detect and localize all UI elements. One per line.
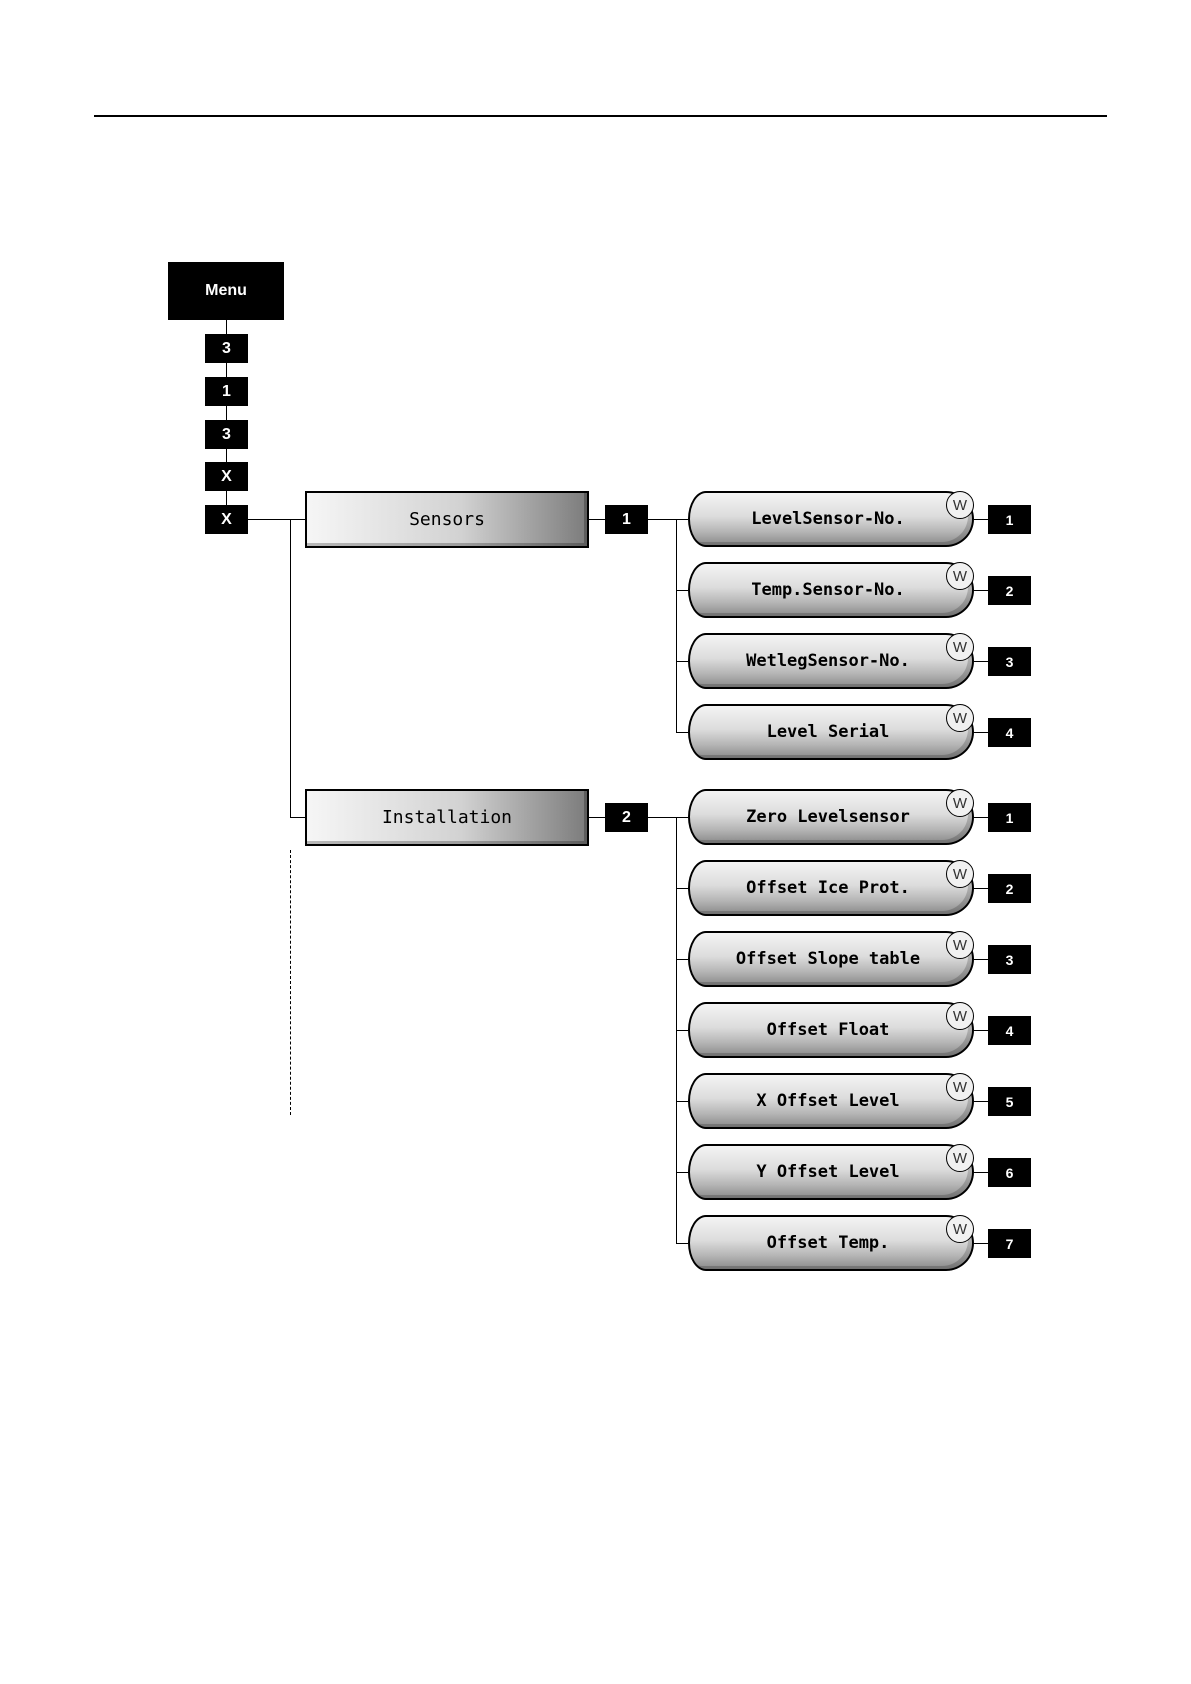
param-label: Offset Float: [767, 1020, 890, 1040]
item-key[interactable]: 3: [988, 945, 1031, 974]
write-access-icon: W: [946, 704, 974, 732]
header-rule: [94, 115, 1107, 117]
item-key[interactable]: 5: [988, 1087, 1031, 1116]
installation-item-6-branch: [676, 1172, 688, 1173]
item-key[interactable]: 6: [988, 1158, 1031, 1187]
param-wetleg-sensor-no[interactable]: WetlegSensor-No. W: [688, 633, 974, 689]
path-key-1[interactable]: 3: [205, 334, 248, 363]
item-key-connector: [974, 817, 988, 818]
item-key[interactable]: 4: [988, 718, 1031, 747]
write-access-icon: W: [946, 1002, 974, 1030]
param-label: LevelSensor-No.: [751, 509, 905, 529]
param-x-offset-level[interactable]: X Offset Level W: [688, 1073, 974, 1129]
installation-item-1-branch: [676, 817, 688, 818]
write-access-icon: W: [946, 562, 974, 590]
sensors-item-4-branch: [676, 732, 688, 733]
write-access-icon: W: [946, 1215, 974, 1243]
group-sensors[interactable]: Sensors: [305, 491, 589, 548]
item-key[interactable]: 1: [988, 505, 1031, 534]
trunk-horizontal: [248, 519, 305, 520]
trunk-to-installation: [290, 817, 305, 818]
sensors-bus: [676, 519, 677, 732]
path-key-4[interactable]: X: [205, 462, 248, 491]
param-label: X Offset Level: [756, 1091, 899, 1111]
installation-item-5-branch: [676, 1101, 688, 1102]
param-label: Y Offset Level: [756, 1162, 899, 1182]
group-installation[interactable]: Installation: [305, 789, 589, 846]
param-offset-slope-table[interactable]: Offset Slope table W: [688, 931, 974, 987]
installation-item-7-branch: [676, 1243, 688, 1244]
param-label: Level Serial: [767, 722, 890, 742]
item-key-connector: [974, 1243, 988, 1244]
param-temp-sensor-no[interactable]: Temp.Sensor-No. W: [688, 562, 974, 618]
param-zero-levelsensor[interactable]: Zero Levelsensor W: [688, 789, 974, 845]
write-access-icon: W: [946, 633, 974, 661]
item-key[interactable]: 4: [988, 1016, 1031, 1045]
write-access-icon: W: [946, 931, 974, 959]
installation-item-3-branch: [676, 959, 688, 960]
path-key-3[interactable]: 3: [205, 420, 248, 449]
sensors-key[interactable]: 1: [605, 505, 648, 534]
param-label: WetlegSensor-No.: [746, 651, 910, 671]
installation-item-4-branch: [676, 1030, 688, 1031]
path-key-5[interactable]: X: [205, 505, 248, 534]
item-key[interactable]: 3: [988, 647, 1031, 676]
trunk-vertical: [290, 519, 291, 818]
path-key-2[interactable]: 1: [205, 377, 248, 406]
item-key[interactable]: 2: [988, 576, 1031, 605]
param-offset-float[interactable]: Offset Float W: [688, 1002, 974, 1058]
menu-key[interactable]: Menu: [168, 262, 284, 320]
item-key-connector: [974, 1030, 988, 1031]
item-key[interactable]: 2: [988, 874, 1031, 903]
item-key-connector: [974, 519, 988, 520]
param-offset-temp[interactable]: Offset Temp. W: [688, 1215, 974, 1271]
param-label: Offset Temp.: [767, 1233, 890, 1253]
param-level-serial[interactable]: Level Serial W: [688, 704, 974, 760]
item-key-connector: [974, 732, 988, 733]
param-y-offset-level[interactable]: Y Offset Level W: [688, 1144, 974, 1200]
installation-connector: [589, 817, 605, 818]
write-access-icon: W: [946, 1144, 974, 1172]
write-access-icon: W: [946, 860, 974, 888]
write-access-icon: W: [946, 491, 974, 519]
item-key-connector: [974, 888, 988, 889]
write-access-icon: W: [946, 789, 974, 817]
param-label: Offset Ice Prot.: [746, 878, 910, 898]
sensors-item-1-branch: [676, 519, 688, 520]
item-key-connector: [974, 1172, 988, 1173]
param-label: Temp.Sensor-No.: [751, 580, 905, 600]
installation-item-2-branch: [676, 888, 688, 889]
item-key-connector: [974, 590, 988, 591]
item-key-connector: [974, 661, 988, 662]
installation-key[interactable]: 2: [605, 803, 648, 832]
param-level-sensor-no[interactable]: LevelSensor-No. W: [688, 491, 974, 547]
write-access-icon: W: [946, 1073, 974, 1101]
param-offset-ice-prot[interactable]: Offset Ice Prot. W: [688, 860, 974, 916]
sensors-connector: [589, 519, 605, 520]
sensors-item-3-branch: [676, 661, 688, 662]
item-key[interactable]: 1: [988, 803, 1031, 832]
item-key-connector: [974, 959, 988, 960]
item-key[interactable]: 7: [988, 1229, 1031, 1258]
param-label: Offset Slope table: [736, 949, 920, 969]
item-key-connector: [974, 1101, 988, 1102]
param-label: Zero Levelsensor: [746, 807, 910, 827]
trunk-continuation: [290, 850, 291, 1115]
sensors-item-2-branch: [676, 590, 688, 591]
